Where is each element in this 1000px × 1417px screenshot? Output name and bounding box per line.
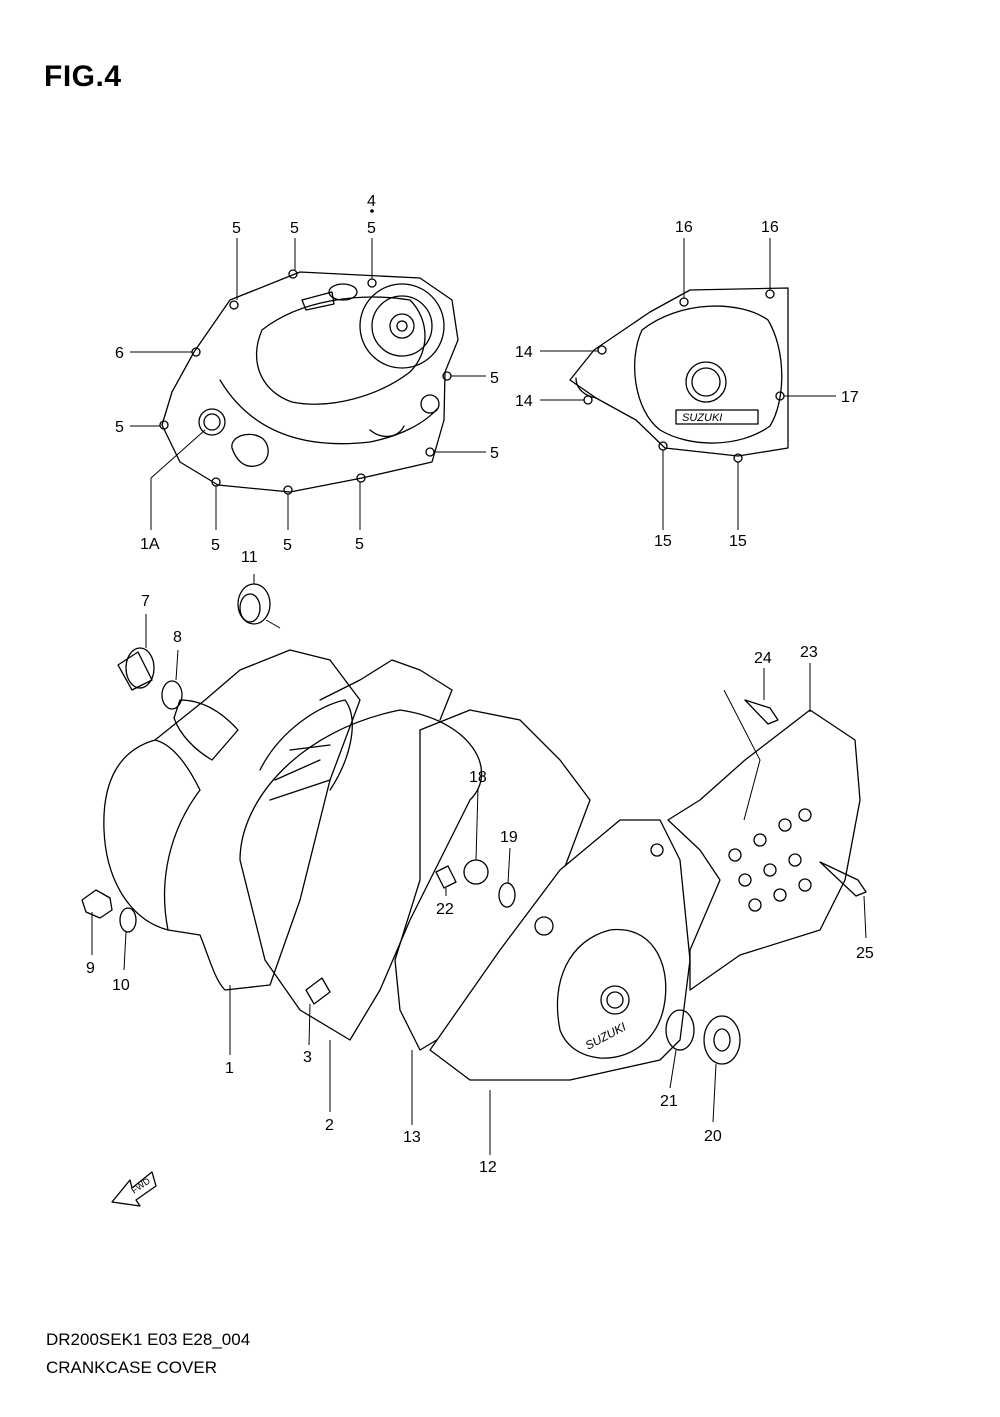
callout: 5: [232, 220, 241, 237]
callout: 8: [173, 629, 182, 646]
leader-lines-generator-cover: [540, 238, 836, 530]
callout: 23: [800, 644, 818, 661]
part-1-clutch-cover: [103, 649, 361, 991]
callout: 5: [211, 537, 220, 554]
callout: 5: [115, 419, 124, 436]
small-parts: [81, 583, 867, 1065]
callout: 16: [761, 219, 779, 236]
callout: 15: [729, 533, 747, 550]
callout: 19: [500, 829, 518, 846]
callout: 5: [283, 537, 292, 554]
callout: 25: [856, 945, 874, 962]
callout: 14: [515, 344, 533, 361]
callout: 7: [141, 593, 150, 610]
callout: 6: [115, 345, 124, 362]
callout: 21: [660, 1093, 678, 1110]
leader-lines-main: [91, 574, 867, 1155]
diagram-code: DR200SEK1 E03 E28_004: [46, 1330, 251, 1349]
figure-title: FIG.4: [44, 60, 122, 93]
part-12-generator-cover: [429, 819, 691, 1081]
part-23-sprocket-cover: [667, 709, 861, 991]
callout: 2: [325, 1117, 334, 1134]
callout: 1A: [140, 536, 160, 553]
callout: 20: [704, 1128, 722, 1145]
callout: 24: [754, 650, 772, 667]
callout: 22: [436, 901, 454, 918]
callout: 5: [355, 536, 364, 553]
callout: 15: [654, 533, 672, 550]
diagram-name: CRANKCASE COVER: [46, 1358, 217, 1377]
callout: 17: [841, 389, 859, 406]
callout: 5: [490, 370, 499, 387]
callout: 10: [112, 977, 130, 994]
callout: 5: [290, 220, 299, 237]
callout: 12: [479, 1159, 497, 1176]
callout: 1: [225, 1060, 234, 1077]
callout: 18: [469, 769, 487, 786]
callout: 14: [515, 393, 533, 410]
callout: 4: [367, 193, 376, 210]
leader-lines-clutch-cover: [130, 209, 486, 530]
callout: 11: [241, 549, 258, 566]
callout: 5: [367, 220, 376, 237]
callout: 3: [303, 1049, 312, 1066]
clutch-cover-outline: [159, 269, 459, 495]
callout-labels: 4 5 5 5 6 5 5 5 1A 5 5 5 16 16 14 14 17 …: [86, 193, 874, 1176]
part-2-gasket: [239, 659, 483, 1041]
fwd-label: FWD: [129, 1175, 152, 1195]
fwd-arrow-icon: FWD: [111, 1171, 157, 1207]
generator-cover-outline: [569, 287, 789, 463]
callout: 9: [86, 960, 95, 977]
callout: 16: [675, 219, 693, 236]
callout: 5: [490, 445, 499, 462]
callout: 13: [403, 1129, 421, 1146]
cover-brand-top: SUZUKI: [682, 412, 722, 424]
